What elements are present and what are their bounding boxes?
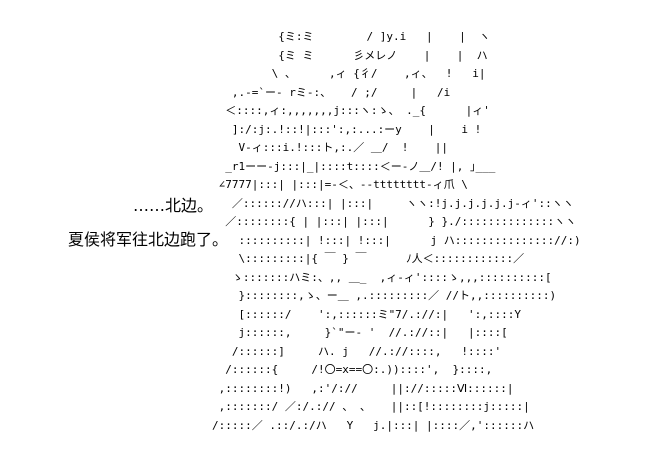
ascii-art-character: {ミ:ミ / ]y.i | | ヽ {ミ ミ 彡メレノ | | ハ \ 、 ,ィ… [212, 30, 581, 432]
dialogue-line-xiahou: 夏侯将军往北边跑了。 [68, 230, 229, 249]
dialogue-line-north: ……北边。 [133, 196, 214, 215]
